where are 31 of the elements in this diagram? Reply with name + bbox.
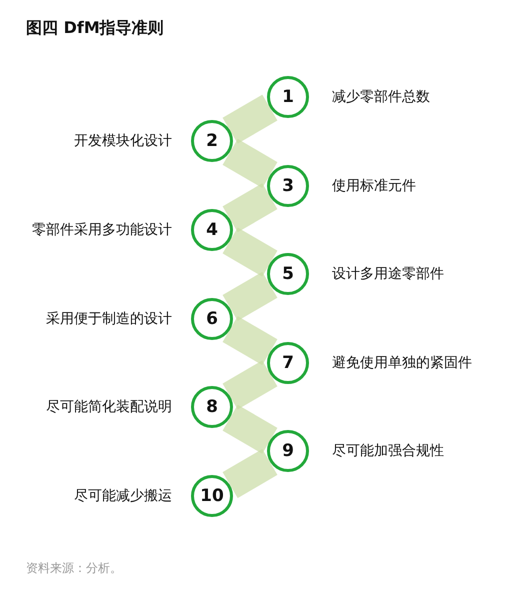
step-label: 开发模块化设计 [74, 132, 172, 150]
source-note: 资料来源：分析。 [26, 560, 122, 577]
band-connector [222, 360, 278, 410]
band-connector [222, 94, 278, 144]
step-label: 避免使用单独的紧固件 [332, 354, 472, 372]
band-connector [222, 138, 278, 188]
number-circle: 10 [191, 474, 233, 517]
number-circle: 6 [191, 298, 233, 340]
band-connector [222, 404, 278, 454]
number-circle: 7 [267, 342, 309, 384]
band-connector [222, 272, 278, 321]
band-connector [222, 228, 278, 277]
step-label: 尽可能加强合规性 [332, 442, 444, 460]
number-circle: 4 [191, 208, 233, 251]
step-label: 使用标准元件 [332, 176, 416, 195]
number-circle: 1 [267, 76, 309, 118]
step-label: 零部件采用多功能设计 [32, 220, 172, 239]
step-label: 尽可能简化装配说明 [46, 398, 172, 416]
step-label: 减少零部件总数 [332, 88, 430, 106]
number-circle: 2 [191, 120, 233, 162]
band-connector [222, 316, 278, 366]
number-circle: 5 [267, 253, 309, 296]
number-circle: 3 [267, 164, 309, 207]
band-connector [222, 183, 278, 232]
figure-title: 图四 DfM指导准则 [26, 18, 164, 39]
number-circle: 8 [191, 386, 233, 428]
step-label: 设计多用途零部件 [332, 265, 444, 284]
band-connector [222, 449, 278, 498]
step-label: 采用便于制造的设计 [46, 310, 172, 328]
step-label: 尽可能减少搬运 [74, 486, 172, 505]
number-circle: 9 [267, 430, 309, 472]
